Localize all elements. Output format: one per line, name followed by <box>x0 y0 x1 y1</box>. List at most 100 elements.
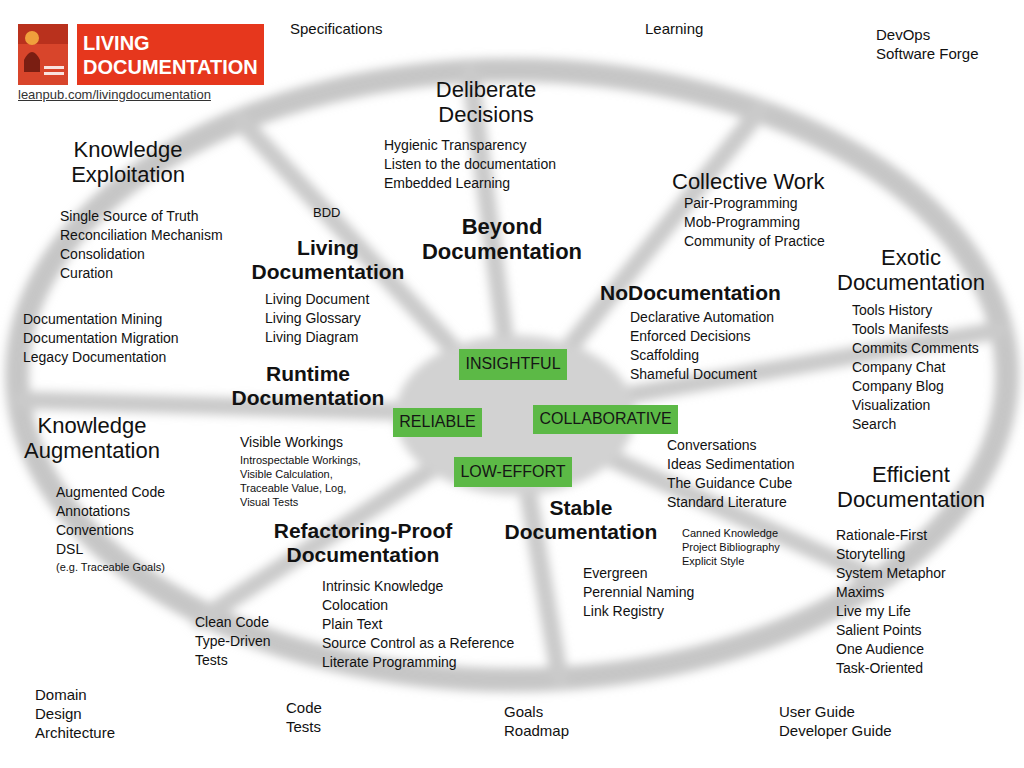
corner-topic: Software Forge <box>876 45 979 62</box>
book-cover-mark <box>44 66 64 69</box>
corner-topic: Design <box>35 705 82 722</box>
practice-item: Mob-Programming <box>684 214 800 230</box>
book-cover-ground <box>18 24 68 85</box>
practice-item: Living Diagram <box>265 329 358 345</box>
wheel-group <box>17 70 1007 680</box>
category-title: NoDocumentation <box>600 281 781 305</box>
practice-item: Reconciliation Mechanism <box>60 227 223 243</box>
corner-topic: Architecture <box>35 724 115 741</box>
practice-item: System Metaphor <box>836 565 946 581</box>
practice-item: Tools Manifests <box>852 321 948 337</box>
practice-item: Link Registry <box>583 603 664 619</box>
practice-item: The Guidance Cube <box>667 475 792 491</box>
quality-label: INSIGHTFUL <box>465 355 560 373</box>
practice-item: Intrinsic Knowledge <box>322 578 443 594</box>
practice-item: Tests <box>195 652 228 668</box>
practice-item: Listen to the documentation <box>384 156 556 172</box>
category-title: Refactoring-Proof Documentation <box>248 519 478 567</box>
practice-item: Embedded Learning <box>384 175 510 191</box>
practice-item: Conversations <box>667 437 757 453</box>
practice-item: Single Source of Truth <box>60 208 199 224</box>
practice-detail: Visual Tests <box>240 496 298 509</box>
quality-badge: COLLABORATIVE <box>533 405 678 434</box>
wheel-spokes <box>22 72 1000 680</box>
practice-detail: Project Bibliography <box>682 541 780 554</box>
category-title: Runtime Documentation <box>213 362 403 410</box>
category-title: Beyond Documentation <box>402 214 602 265</box>
practice-item: Living Document <box>265 291 369 307</box>
quadrant-title: Deliberate Decisions <box>396 77 576 128</box>
practice-detail: Traceable Value, Log, <box>240 482 346 495</box>
book-title: LIVING DOCUMENTATION <box>83 31 258 79</box>
practice-item: Visible Workings <box>240 434 343 450</box>
practice-item: Commits Comments <box>852 340 979 356</box>
corner-topic: Specifications <box>290 20 383 37</box>
practice-item: Colocation <box>322 597 388 613</box>
practice-item: Conventions <box>56 522 134 538</box>
practice-item: Annotations <box>56 503 130 519</box>
quality-badge: LOW-EFFORT <box>454 457 572 487</box>
practice-item: Community of Practice <box>684 233 825 249</box>
practice-item: Augmented Code <box>56 484 165 500</box>
practice-item: Literate Programming <box>322 654 457 670</box>
practice-item: Live my Life <box>836 603 911 619</box>
corner-topic: User Guide <box>779 703 855 720</box>
book-title-box: LIVING DOCUMENTATION <box>77 24 264 85</box>
book-cover-mark <box>44 72 64 75</box>
quality-label: LOW-EFFORT <box>460 463 565 481</box>
quality-label: COLLABORATIVE <box>539 410 671 428</box>
practice-item: Type-Driven <box>195 633 270 649</box>
category-title: Living Documentation <box>233 236 423 284</box>
corner-topic: Goals <box>504 703 543 720</box>
practice-item: Hygienic Transparency <box>384 137 526 153</box>
practice-item: Enforced Decisions <box>630 328 751 344</box>
practice-item: Legacy Documentation <box>23 349 166 365</box>
quadrant-title: Knowledge Augmentation <box>2 413 182 464</box>
book-cover-band <box>18 24 68 44</box>
practice-item: Documentation Migration <box>23 330 179 346</box>
practice-detail: Canned Knowledge <box>682 527 778 540</box>
practice-item: Task-Oriented <box>836 660 923 676</box>
tag-label: BDD <box>313 206 340 221</box>
quadrant-title: Efficient Documentation <box>816 462 1006 513</box>
practice-item: Living Glossary <box>265 310 361 326</box>
quadrant-title: Exotic Documentation <box>816 245 1006 296</box>
practice-detail: (e.g. Traceable Goals) <box>56 561 165 574</box>
box-text-group: LOW-EFFORT <box>460 463 565 481</box>
practice-item: Search <box>852 416 896 432</box>
category-title: Stable Documentation <box>486 496 676 544</box>
quality-label: RELIABLE <box>399 413 475 431</box>
box-text-group: RELIABLE <box>399 413 475 431</box>
corner-topic: Tests <box>286 718 321 735</box>
practice-item: Company Chat <box>852 359 945 375</box>
corner-topic: Domain <box>35 686 87 703</box>
practice-item: Evergreen <box>583 565 648 581</box>
practice-item: Consolidation <box>60 246 145 262</box>
practice-item: Visualization <box>852 397 930 413</box>
practice-detail: Introspectable Workings, <box>240 454 361 467</box>
quadrant-title: Collective Work <box>672 169 824 194</box>
practice-item: Declarative Automation <box>630 309 774 325</box>
corner-topic: Developer Guide <box>779 722 892 739</box>
quadrant-title: Knowledge Exploitation <box>38 137 218 188</box>
practice-item: Storytelling <box>836 546 905 562</box>
quality-badge: INSIGHTFUL <box>459 349 567 380</box>
practice-item: DSL <box>56 541 83 557</box>
practice-item: Ideas Sedimentation <box>667 456 795 472</box>
box-text-group: COLLABORATIVE <box>539 410 671 428</box>
practice-item: Source Control as a Reference <box>322 635 514 651</box>
practice-detail: Explicit Style <box>682 555 744 568</box>
practice-item: Standard Literature <box>667 494 787 510</box>
practice-item: Plain Text <box>322 616 382 632</box>
corner-topic: Learning <box>645 20 703 37</box>
practice-item: Curation <box>60 265 113 281</box>
practice-item: Pair-Programming <box>684 195 798 211</box>
book-link: leanpub.com/livingdocumentation <box>18 88 211 103</box>
quality-badge: RELIABLE <box>393 408 482 437</box>
box-text-group: LIVING DOCUMENTATION <box>83 31 258 79</box>
practice-item: Company Blog <box>852 378 944 394</box>
wheel-rim <box>17 70 1007 680</box>
corner-topic: Roadmap <box>504 722 569 739</box>
practice-item: Tools History <box>852 302 932 318</box>
box-text-group: INSIGHTFUL <box>465 355 560 373</box>
